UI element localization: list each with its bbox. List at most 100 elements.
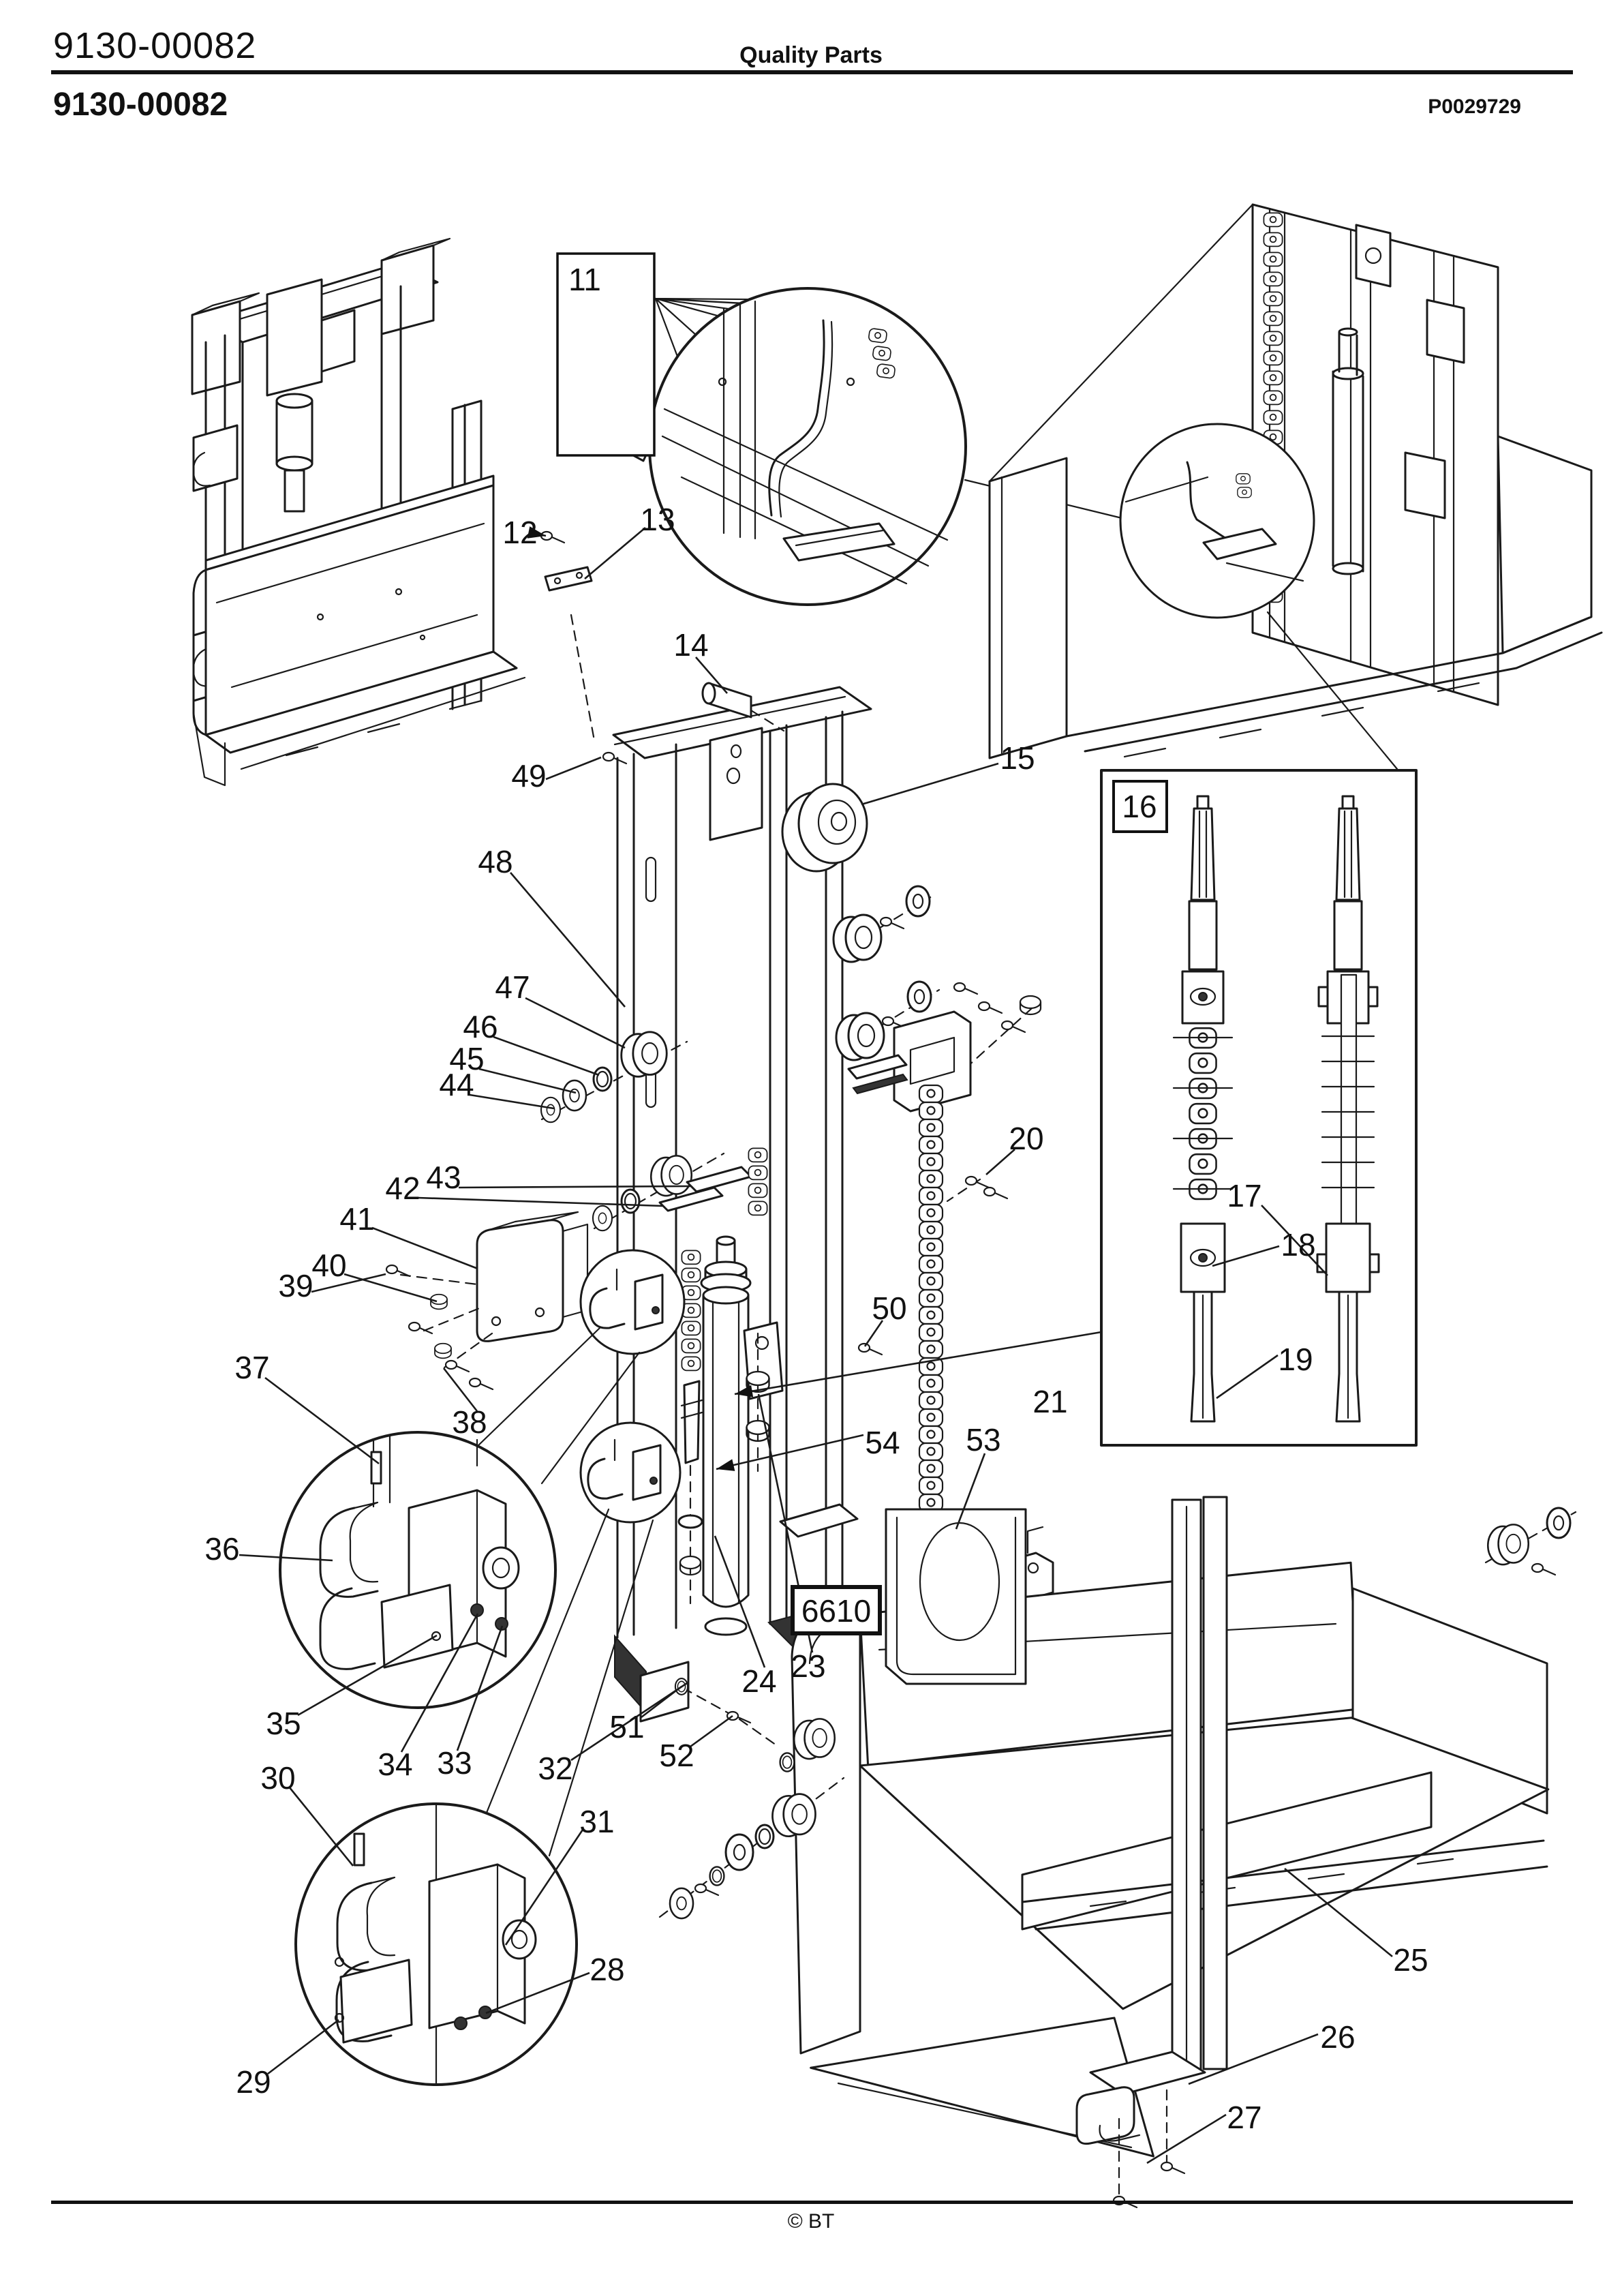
bracket-detail-circle-upper — [279, 1431, 557, 1709]
footer-rule — [51, 2201, 1573, 2204]
leader-line — [714, 1535, 766, 1668]
mid-rollers-and-motor — [385, 1031, 752, 1391]
leader-line — [478, 1068, 577, 1094]
part-number-label: 25 — [1393, 1942, 1428, 1978]
boxed-labels-layer: 11 16 6610 — [556, 252, 1168, 1635]
part-number-label: 24 — [741, 1663, 776, 1699]
part-number-label: 54 — [865, 1425, 900, 1460]
leader-line — [570, 1682, 688, 1762]
leader-line — [584, 527, 646, 579]
boxed-label-frame — [791, 1585, 882, 1635]
part-number-label: 17 — [1227, 1178, 1261, 1213]
part-number-label: 29 — [236, 2064, 271, 2100]
part-number-label: 19 — [1278, 1342, 1313, 1377]
part-number-label: 35 — [266, 1706, 301, 1741]
doc-number-bold: 9130-00082 — [53, 87, 228, 123]
leader-line — [297, 1634, 438, 1717]
part-number-label: 32 — [538, 1751, 572, 1786]
part-number-label: 41 — [339, 1201, 374, 1237]
part-number-label: 50 — [872, 1290, 906, 1326]
part-number-label: 23 — [791, 1648, 825, 1684]
part-number-label: 12 — [502, 515, 537, 550]
part-number-label: 51 — [609, 1709, 644, 1744]
part-number-label: 36 — [204, 1531, 239, 1567]
boxed-part-number-label: 6610 — [801, 1593, 871, 1629]
leader-arrowhead — [735, 1385, 754, 1398]
leader-line — [371, 1226, 478, 1270]
boxed-label-frame — [1112, 780, 1168, 833]
leader-line — [493, 1036, 600, 1076]
leader-line — [485, 1972, 590, 2014]
part-number-label: 43 — [426, 1160, 461, 1195]
leader-line — [343, 1273, 438, 1303]
part-number-label: 15 — [1000, 740, 1035, 776]
left-carriage-assembly — [191, 237, 526, 787]
chain-anchor-box-16 — [1100, 769, 1418, 1447]
part-number-label: 40 — [311, 1248, 346, 1283]
leader-line — [1188, 2033, 1319, 2085]
leader-line — [288, 1786, 354, 1867]
leader-line — [510, 872, 626, 1008]
detail-circle-connectors — [476, 1327, 654, 1857]
leader-line — [267, 2019, 339, 2075]
leader-line — [1146, 2113, 1227, 2164]
leader-line — [525, 997, 626, 1049]
leader-line — [861, 762, 999, 806]
right-complete-assembly — [988, 203, 1603, 770]
part-number-label: 14 — [673, 627, 708, 663]
leader-line — [311, 1273, 386, 1293]
part-number-label: 49 — [511, 758, 546, 794]
part-number-label: 52 — [659, 1738, 694, 1773]
part-number-label: 31 — [579, 1804, 614, 1839]
leader-line — [985, 1149, 1015, 1175]
drawing-ref: P0029729 — [1428, 95, 1521, 118]
header-rule — [51, 70, 1573, 74]
doc-number-top: 9130-00082 — [53, 25, 257, 66]
part-number-label: 26 — [1320, 2019, 1355, 2055]
hydraulic-cylinder — [677, 1147, 859, 1636]
chain-pulley — [781, 783, 868, 873]
leader-line — [458, 1185, 691, 1189]
boxed-part-number-label: 11 — [568, 262, 601, 297]
part-number-label: 44 — [439, 1067, 474, 1102]
part-number-label: 45 — [449, 1041, 484, 1076]
boxed-part-number-label: 16 — [1122, 789, 1157, 824]
part-number-label: 38 — [452, 1404, 487, 1440]
leader-line — [1212, 1245, 1280, 1267]
boxed-label-frame — [556, 252, 656, 457]
part-number-label: 30 — [260, 1760, 295, 1796]
part-number-label: 53 — [966, 1422, 1000, 1457]
leader-line — [504, 1829, 584, 1946]
copyright: © BT — [787, 2210, 835, 2233]
part-number-label: 34 — [378, 1747, 412, 1782]
bottom-platform — [791, 1496, 1550, 2209]
bottom-rollers-exploded — [658, 1507, 1577, 1920]
hose-detail-fan-lines — [654, 297, 920, 383]
part-number-label: 39 — [278, 1268, 313, 1303]
leader-arrowhead — [716, 1459, 735, 1471]
leader-line — [641, 1685, 682, 1719]
leader-line — [955, 1453, 986, 1530]
mast-rollers-exploded — [832, 885, 1042, 1203]
part-number-label: 46 — [463, 1009, 498, 1044]
part-number-label: 20 — [1009, 1121, 1043, 1156]
leader-line — [863, 1320, 884, 1347]
leader-arrowhead — [527, 526, 546, 539]
mast-detail-circle-b — [579, 1421, 682, 1524]
leader-line — [1284, 1867, 1393, 1958]
leader-line — [695, 656, 728, 694]
leader-line — [456, 1625, 504, 1751]
hose-routing-detail-circle — [648, 287, 967, 606]
part-number-label: 27 — [1227, 2100, 1261, 2135]
leader-line — [1261, 1205, 1328, 1276]
leader-line — [417, 1196, 663, 1207]
part-number-label: 42 — [385, 1170, 420, 1206]
mast-detail-circle-a — [579, 1249, 686, 1355]
part-number-label: 21 — [1032, 1384, 1067, 1419]
leader-line — [239, 1554, 333, 1562]
leader-line — [545, 756, 602, 781]
leader-line — [734, 1331, 1102, 1395]
